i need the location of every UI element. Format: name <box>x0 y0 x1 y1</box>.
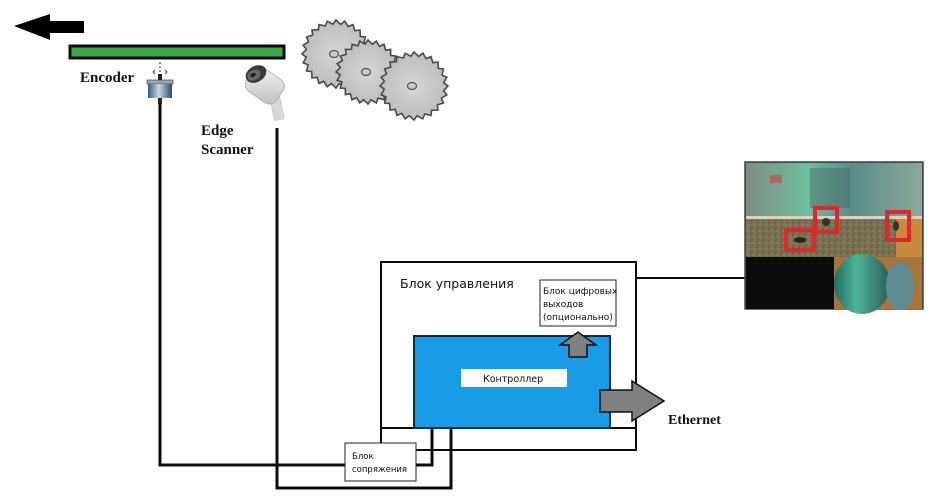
defect-marker <box>813 206 839 234</box>
defect-marker <box>885 210 911 242</box>
interface-label-line2: сопряжения <box>352 465 407 475</box>
saw-blade-hub <box>360 67 372 77</box>
ethernet-arrow-icon <box>599 379 666 423</box>
encoder-wire <box>158 104 345 467</box>
encoder-label: Encoder <box>80 70 135 86</box>
edge-scanner-label-line2: Scanner <box>201 142 254 158</box>
camera-icon <box>244 65 285 121</box>
controller-label: Контроллер <box>483 374 543 385</box>
conveyor-board <box>68 44 286 60</box>
saw-blade-icon <box>300 18 450 122</box>
digital-outputs-label-line3: (опционально) <box>543 313 613 323</box>
digital-outputs-label-line2: выходов <box>543 300 583 310</box>
scanner-wire <box>275 128 453 490</box>
encoder-icon <box>146 62 174 108</box>
ethernet-label: Ethernet <box>668 413 721 428</box>
saw-blade-hub <box>328 49 340 59</box>
edge-scanner-label-line1: Edge <box>201 123 234 139</box>
left-arrow-icon <box>14 14 84 40</box>
inspection-image <box>744 161 924 314</box>
wiring <box>158 104 748 490</box>
controller-label-box <box>461 369 567 387</box>
up-arrow-icon <box>557 331 599 358</box>
digital-outputs-block <box>539 279 617 327</box>
defect-marker <box>784 228 816 252</box>
interface-block <box>344 442 417 482</box>
interface-to-controller-wire <box>416 428 434 467</box>
saw-blade-hub <box>406 81 418 91</box>
digital-outputs-label-line1: Блок цифровых <box>543 287 618 297</box>
interface-to-ethernet-wire <box>416 428 637 451</box>
control-block-label: Блок управления <box>400 276 514 291</box>
interface-label-line1: Блок <box>352 452 374 462</box>
